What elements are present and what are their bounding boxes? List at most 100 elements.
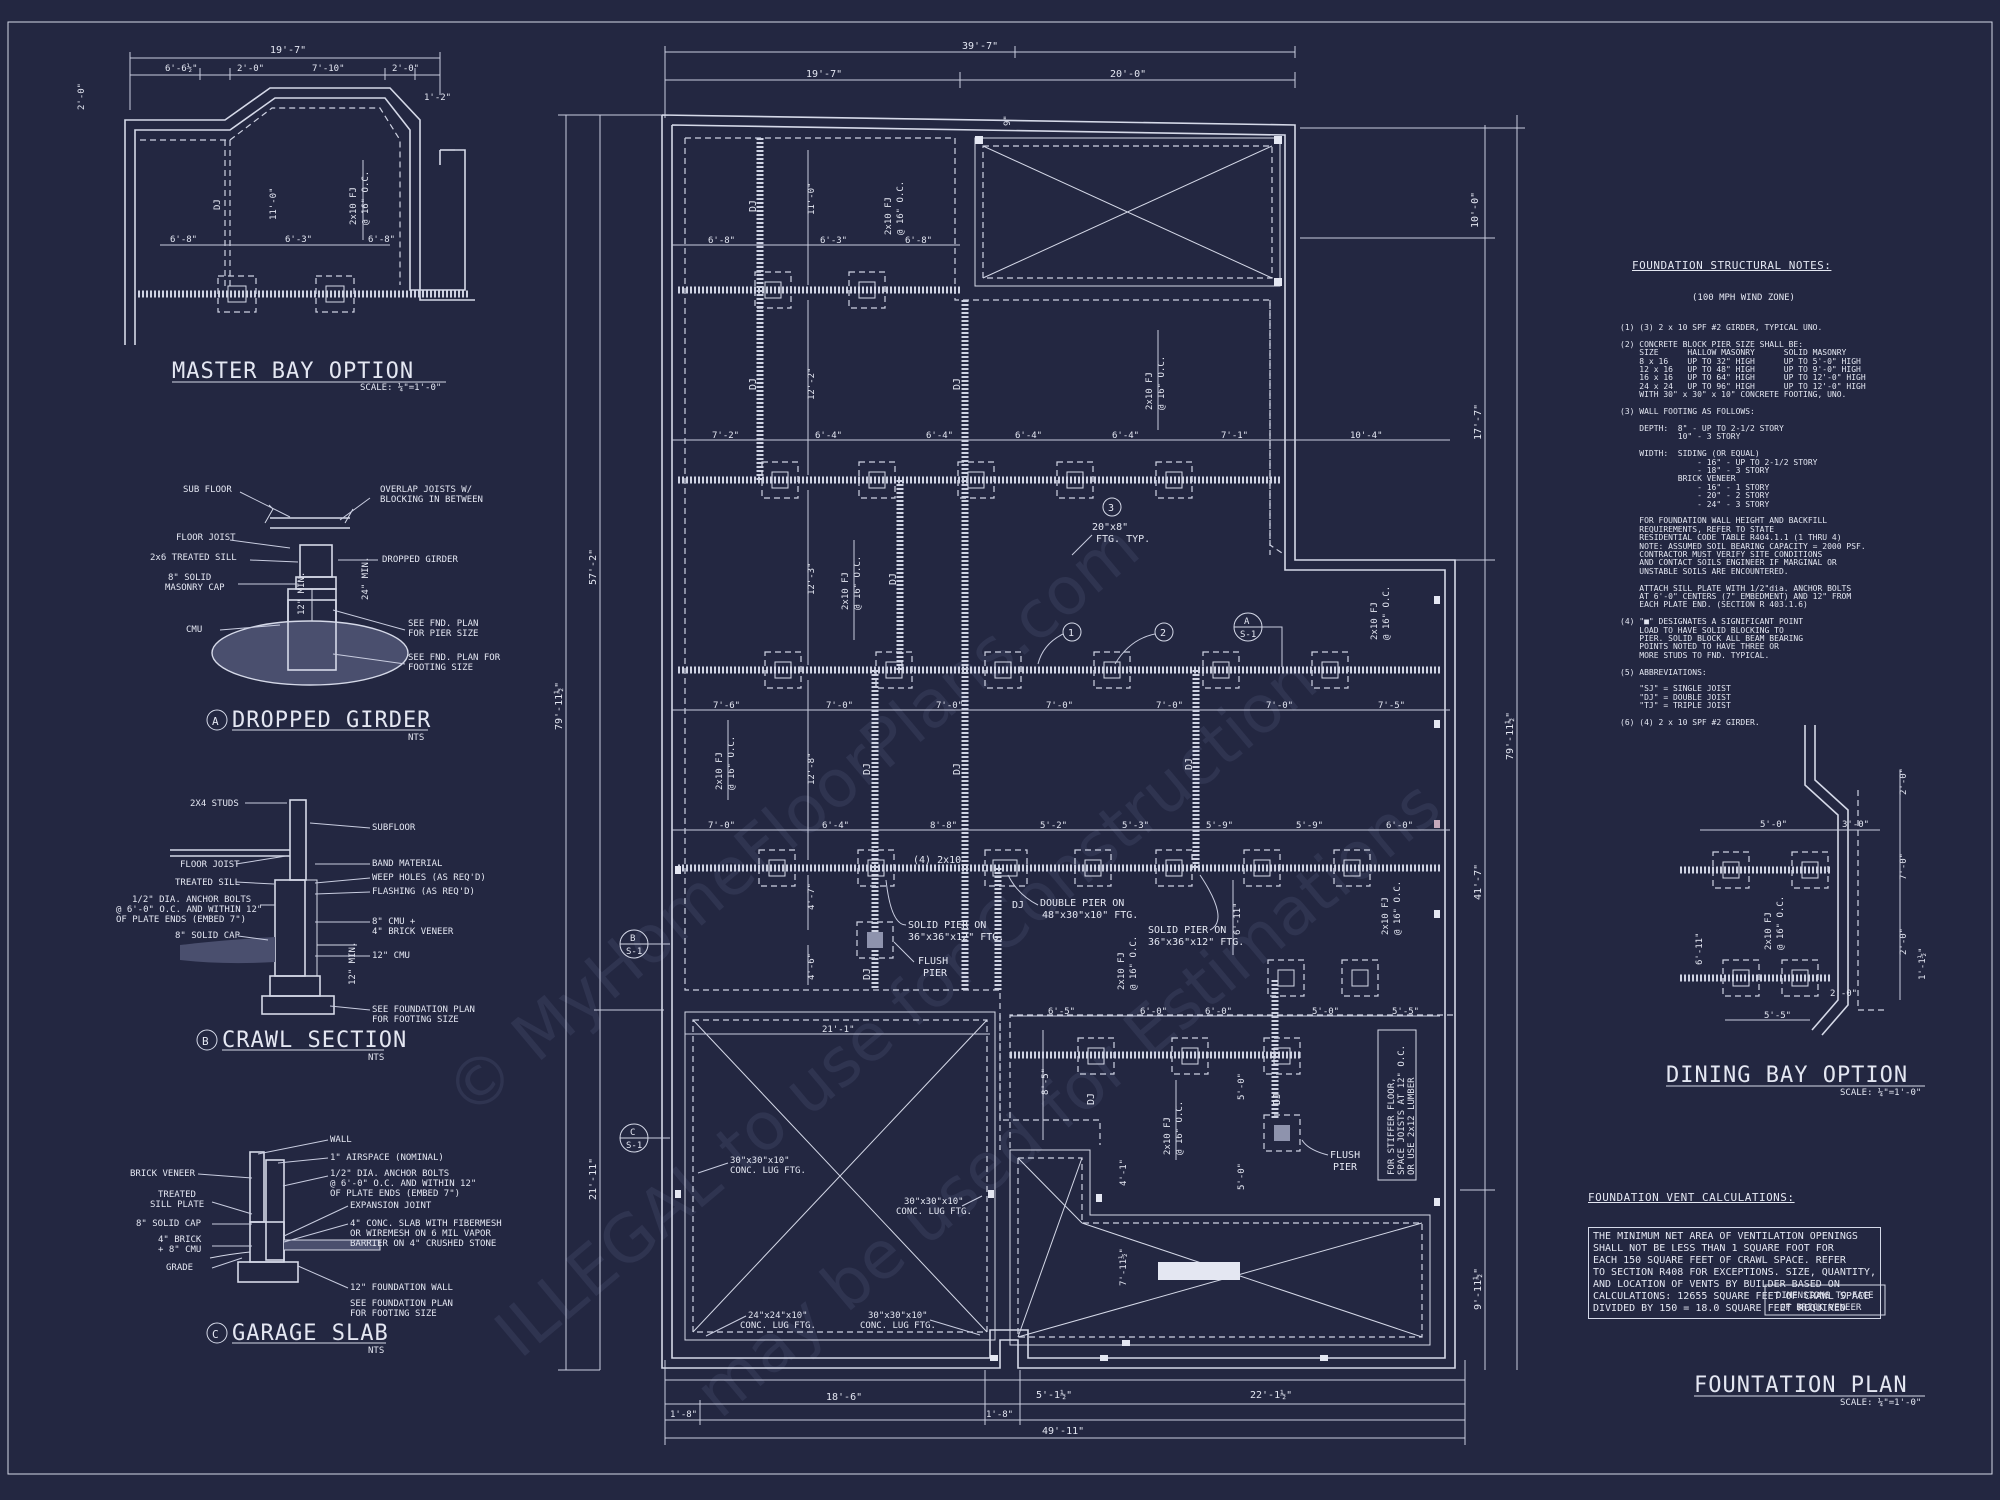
crawl-section-detail: 2X4 STUDS SUBFLOOR FLOOR JOIST BAND MATE…	[116, 799, 486, 1063]
drawing-label: WALL	[330, 1135, 352, 1145]
drawing-rect	[261, 995, 335, 1015]
drawing-rect	[885, 661, 903, 679]
drawing-label: PIER	[923, 968, 948, 979]
drawing-rect	[1096, 1194, 1102, 1202]
drawing-label: FOR PIER SIZE	[408, 629, 478, 639]
drawing-label: SEE FND. PLAN FOR	[408, 653, 501, 663]
drawing-line	[1017, 1157, 1083, 1224]
section-tag-circle	[206, 1322, 228, 1344]
vent-calc-heading: FOUNDATION VENT CALCULATIONS:	[1588, 1191, 1795, 1204]
drawing-path	[671, 124, 1446, 1359]
dimension-note-line-2: OF BRICK VENEER	[1780, 1303, 1862, 1313]
drawing-path	[1262, 626, 1283, 667]
drawing-label: PIER	[1333, 1162, 1358, 1173]
drawing-rect	[1084, 859, 1102, 877]
drawing-label: 2x10 FJ	[841, 572, 851, 610]
dim-right-top: 10'-0"	[1470, 192, 1481, 228]
dim-right-c: 9'-11½"	[1472, 1268, 1484, 1310]
drawing-rect	[1165, 859, 1183, 877]
foundation-plan-title: FOUNTATION PLAN	[1694, 1373, 1908, 1398]
drawing-label: CONC. LUG FTG.	[740, 1321, 816, 1331]
drawing-label: SEE FOUNDATION PLAN	[372, 1005, 475, 1015]
drawing-label: FLUSH	[918, 956, 948, 967]
drawing-label: DJ	[888, 573, 899, 585]
drawing-label: NTS	[368, 1346, 384, 1356]
drawing-label: DJ	[1184, 758, 1195, 770]
drawing-label: @ 6'-0" O.C. AND WITHIN 12"	[330, 1179, 476, 1189]
drawing-label: 1	[1068, 628, 1074, 639]
drawing-label: 5'-2"	[1040, 821, 1067, 831]
foundation-plan: 39'-7" 19'-7" 20'-0" 9" 18'-6" 5'-1½" 22…	[553, 41, 1925, 1445]
drawing-path	[1009, 1149, 1431, 1346]
vent-calculations: FOUNDATION VENT CALCULATIONS: THE MINIMU…	[1588, 1172, 1881, 1329]
drawing-rect	[269, 975, 321, 997]
drawing-label: 12" MIN.	[297, 572, 307, 615]
drawing-label: 5'-5"	[1764, 1011, 1791, 1021]
drawing-label: FOR FOOTING SIZE	[350, 1309, 437, 1319]
drawing-rect	[1781, 959, 1819, 997]
drawing-label: (4) 2x10	[913, 855, 961, 866]
drawing-rect	[1274, 1125, 1290, 1141]
section-tag-circle	[1062, 622, 1082, 642]
drawing-rect	[315, 275, 355, 313]
drawing-rect	[1243, 849, 1281, 887]
drawing-label: BRICK VENEER	[130, 1169, 196, 1179]
drawing-label: 2x10 FJ	[1145, 372, 1155, 410]
drawing-path	[1037, 633, 1156, 665]
pier-markers	[754, 271, 1379, 1152]
drawing-label: DJ	[952, 763, 963, 775]
drawing-line	[1081, 1222, 1423, 1338]
drawing-path	[697, 1162, 983, 1337]
drawing-rect	[675, 866, 681, 874]
drawing-label: 6'-4"	[1112, 431, 1139, 441]
drawing-label: 3'-0"	[1842, 820, 1869, 830]
drawing-rect	[768, 859, 786, 877]
dining-bay-title: DINING BAY OPTION	[1666, 1063, 1908, 1088]
drawing-label: 6'-4"	[926, 431, 953, 441]
drawing-rect	[675, 1190, 681, 1198]
drawing-label: 5'-0"	[1312, 1007, 1339, 1017]
drawing-rect	[249, 1151, 265, 1223]
mb-dim-a: 6'-6½"	[165, 63, 198, 74]
drawing-label: 4" BRICK VENEER	[372, 927, 454, 937]
mb-dim-e: 2'-0"	[77, 83, 87, 110]
drawing-label: DOUBLE PIER ON	[1040, 898, 1124, 909]
section-tag-circle	[1102, 497, 1122, 517]
drawing-path	[1804, 725, 1839, 1031]
drawing-label: 6'-0"	[1140, 1007, 1167, 1017]
drawing-label: 5'-0"	[1760, 820, 1787, 830]
dim-left-upper: 57'-2"	[588, 549, 599, 585]
drawing-label: 2	[1160, 628, 1166, 639]
structural-notes-subheading: (100 MPH WIND ZONE)	[1692, 292, 1795, 303]
drawing-label: DROPPED GIRDER	[382, 555, 458, 565]
drawing-label: B	[630, 934, 635, 944]
drawing-label: 7'-0"	[1266, 701, 1293, 711]
drawing-label: 6'-11"	[1233, 902, 1243, 935]
drawing-path	[1017, 1157, 1423, 1338]
drawing-label: 2x10 FJ	[1117, 952, 1127, 990]
drawing-rect	[227, 285, 247, 303]
drawing-path	[1009, 1014, 1455, 1148]
drawing-label: 2x10 FJ	[715, 752, 725, 790]
drawing-rect	[1181, 1047, 1199, 1065]
drawing-label: SUB FLOOR	[183, 485, 232, 495]
dimension-note-line-1: DIMENSIONS TO FACE	[1776, 1291, 1874, 1301]
drawing-rect	[692, 1019, 988, 1333]
dropped-girder-title: DROPPED GIRDER	[232, 708, 431, 733]
drawing-rect	[984, 651, 1022, 689]
drawing-label: 7'-1"	[1221, 431, 1248, 441]
drawing-label: 24"x24"x10"	[748, 1311, 808, 1321]
drawing-rect	[1377, 1029, 1417, 1181]
garage-slab-letter: C	[212, 1328, 219, 1341]
drawing-label: 4'-7"	[807, 883, 817, 910]
drawing-label: 1/2" DIA. ANCHOR BOLTS	[330, 1169, 449, 1179]
drawing-label: OVERLAP JOISTS W/	[380, 485, 472, 495]
dim-top-left: 19'-7"	[806, 69, 842, 80]
drawing-path	[264, 504, 354, 524]
drawing-label: BLOCKING IN BETWEEN	[380, 495, 483, 505]
drawing-rect	[249, 1221, 285, 1263]
drawing-path	[1071, 534, 1093, 556]
dim-bottom-overall: 49'-11"	[1042, 1426, 1084, 1437]
sheet-border	[7, 21, 1993, 1475]
drawing-rect	[858, 461, 896, 499]
